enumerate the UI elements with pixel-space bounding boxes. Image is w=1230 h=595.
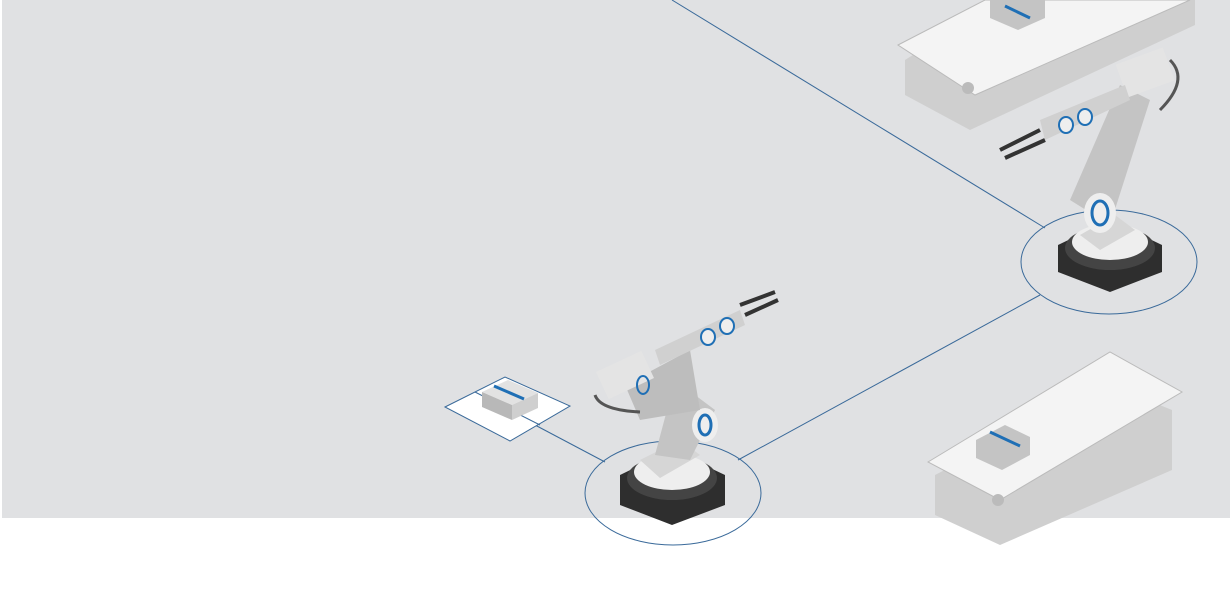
robot-arm-icon bbox=[593, 290, 779, 525]
conveyor-belt-icon bbox=[926, 351, 1184, 545]
package-box-icon bbox=[443, 376, 572, 442]
connector-lines bbox=[534, 0, 1198, 546]
conveyor-belt-icon bbox=[897, 0, 1195, 130]
robot-arm-icon bbox=[999, 47, 1180, 292]
